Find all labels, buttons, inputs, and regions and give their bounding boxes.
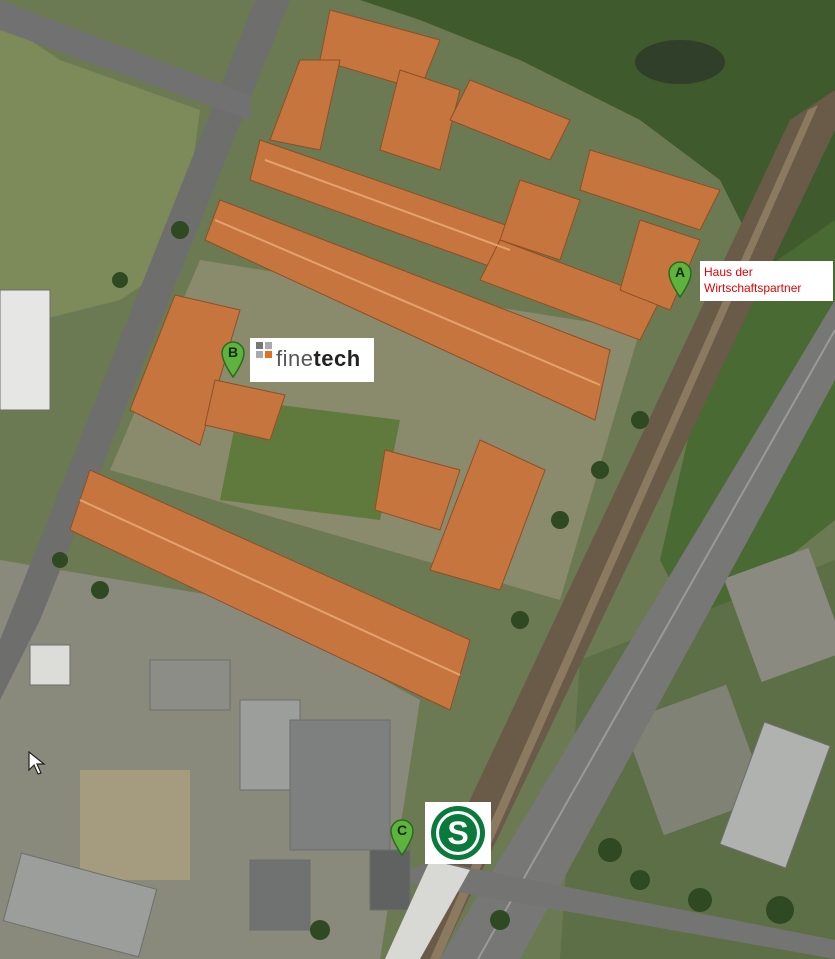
s-bahn-icon: S [431, 806, 485, 860]
marker-a[interactable]: A [667, 260, 693, 298]
marker-b[interactable]: B [220, 340, 246, 378]
marker-b-letter: B [227, 344, 239, 360]
finetech-squares-icon [256, 342, 272, 358]
map-pin-icon [390, 819, 414, 856]
s-bahn-sign: S [425, 802, 491, 864]
finetech-wordmark: finetech [276, 346, 361, 371]
s-bahn-letter: S [447, 815, 468, 851]
haus-label-line1: Haus der [704, 265, 753, 279]
map-pin-icon [668, 261, 692, 298]
map-pin-icon [221, 341, 245, 378]
haus-label-line2: Wirtschaftspartner [704, 281, 802, 295]
mouse-cursor-icon [28, 751, 46, 775]
haus-der-wirtschaftspartner-label: Haus der Wirtschaftspartner [700, 261, 833, 301]
marker-c[interactable]: C [389, 818, 415, 856]
marker-c-letter: C [396, 822, 408, 838]
marker-a-letter: A [674, 264, 686, 280]
finetech-logo: finetech [250, 338, 374, 382]
